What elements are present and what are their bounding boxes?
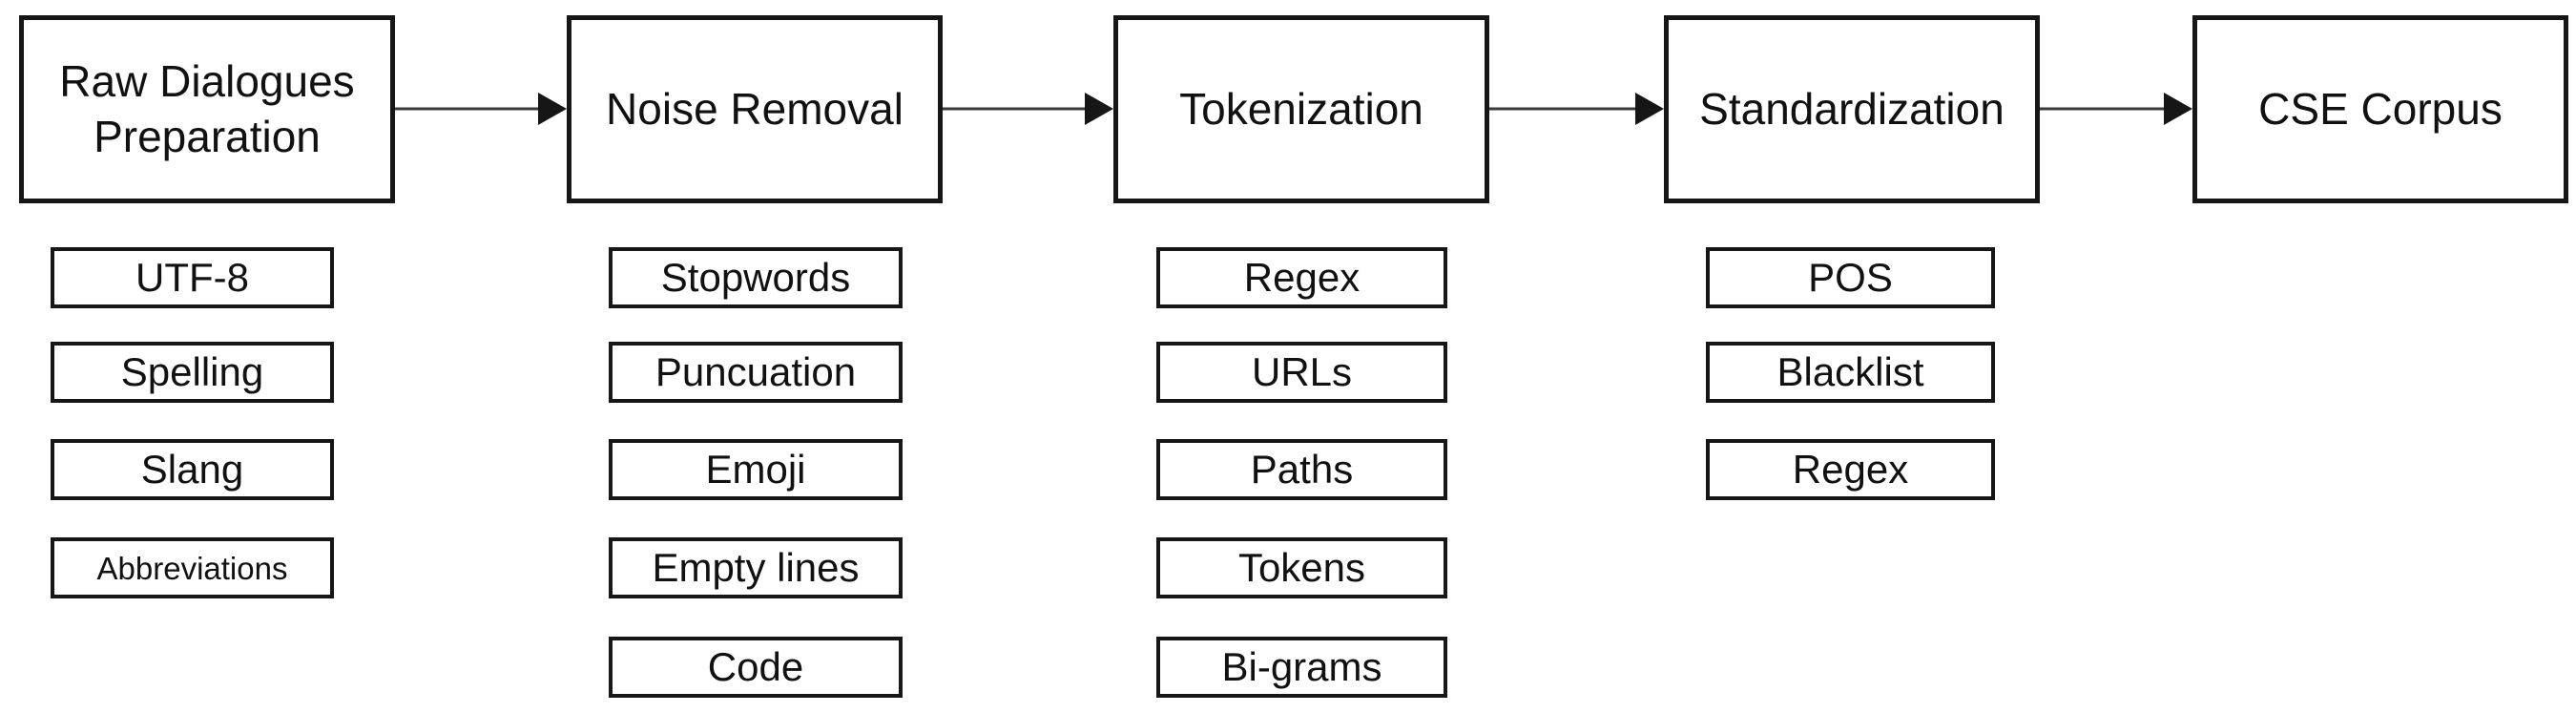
stage-label: Noise Removal: [606, 83, 904, 134]
flow-arrow: [1489, 92, 1664, 126]
item-label: Puncuation: [654, 349, 857, 394]
flow-arrow: [943, 92, 1113, 126]
item-label: Tokens: [1237, 545, 1366, 590]
item-label: Abbreviations: [96, 550, 288, 586]
item-label: Blacklist: [1776, 349, 1924, 394]
item-box-spelling: Spelling: [51, 342, 334, 403]
stage-box-noise-removal: Noise Removal: [567, 15, 943, 203]
arrow-right-icon: [1085, 93, 1113, 125]
item-label: UTF-8: [135, 255, 249, 300]
item-box-paths: Paths: [1156, 439, 1447, 500]
item-box-emoji: Emoji: [609, 439, 903, 500]
item-box-bi-grams: Bi-grams: [1156, 637, 1447, 698]
stage-label: Standardization: [1699, 83, 2005, 134]
stage-box-tokenization: Tokenization: [1113, 15, 1489, 203]
item-label: Empty lines: [652, 545, 860, 590]
stage-label: CSE Corpus: [2258, 83, 2503, 134]
item-box-urls: URLs: [1156, 342, 1447, 403]
item-label: Stopwords: [660, 255, 851, 300]
item-box-tokens: Tokens: [1156, 537, 1447, 598]
item-box-pos: POS: [1706, 247, 1995, 308]
item-label: Bi-grams: [1221, 644, 1382, 689]
stage-box-raw-dialogues-preparation: Raw Dialogues Preparation: [19, 15, 395, 203]
item-box-utf-8: UTF-8: [51, 247, 334, 308]
arrow-shaft: [395, 107, 542, 111]
item-box-regex-standardization: Regex: [1706, 439, 1995, 500]
item-box-empty-lines: Empty lines: [609, 537, 903, 598]
arrow-right-icon: [2164, 93, 2192, 125]
item-box-slang: Slang: [51, 439, 334, 500]
item-label: Slang: [140, 447, 244, 492]
stage-label: Tokenization: [1179, 83, 1423, 134]
item-box-abbreviations: Abbreviations: [51, 537, 334, 598]
arrow-right-icon: [1635, 93, 1664, 125]
item-box-code: Code: [609, 637, 903, 698]
item-label: Paths: [1250, 447, 1354, 492]
item-box-regex: Regex: [1156, 247, 1447, 308]
item-label: Regex: [1792, 447, 1909, 492]
item-box-blacklist: Blacklist: [1706, 342, 1995, 403]
item-label: URLs: [1251, 349, 1353, 394]
flow-arrow: [395, 92, 567, 126]
stage-box-cse-corpus: CSE Corpus: [2192, 15, 2568, 203]
item-label: Spelling: [120, 349, 264, 394]
item-label: Regex: [1243, 255, 1361, 300]
item-label: Code: [707, 644, 804, 689]
stage-box-standardization: Standardization: [1664, 15, 2040, 203]
item-label: Emoji: [705, 447, 806, 492]
arrow-shaft: [1489, 107, 1639, 111]
item-box-stopwords: Stopwords: [609, 247, 903, 308]
item-label: POS: [1808, 255, 1893, 300]
item-box-puncuation: Puncuation: [609, 342, 903, 403]
arrow-right-icon: [538, 93, 567, 125]
stage-label: Raw Dialogues Preparation: [59, 56, 355, 161]
arrow-shaft: [943, 107, 1089, 111]
flow-arrow: [2040, 92, 2192, 126]
arrow-shaft: [2040, 107, 2168, 111]
